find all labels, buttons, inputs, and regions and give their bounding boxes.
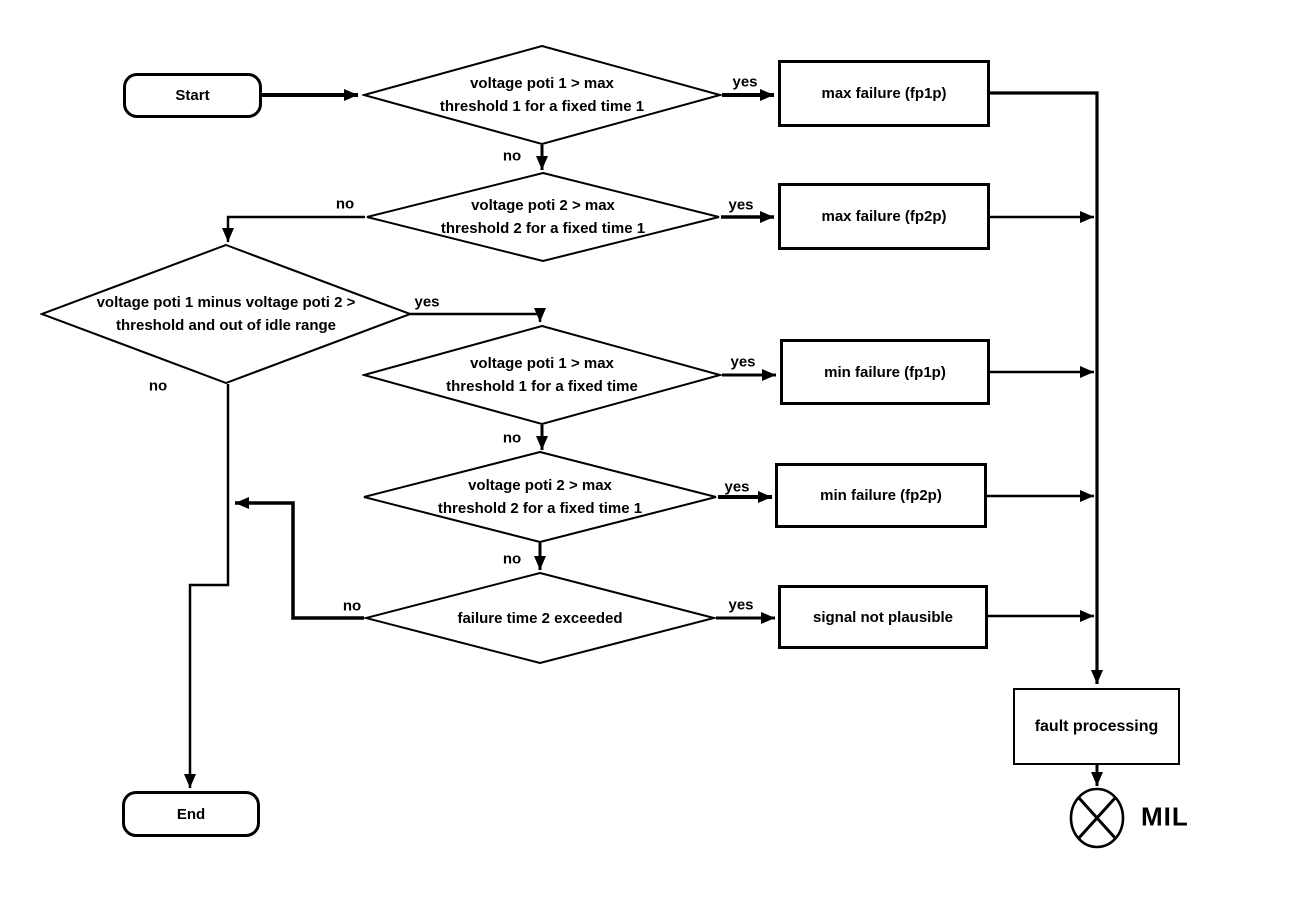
diamond-shape xyxy=(40,244,412,384)
diamond-shape xyxy=(363,451,717,543)
process-label: max failure (fp1p) xyxy=(821,85,947,102)
edge-label-yes-decision2: yes xyxy=(728,196,754,214)
start-label: Start xyxy=(175,87,210,104)
edge-label-no-decision1: no xyxy=(502,147,522,165)
edge-label-yes-plausibility: yes xyxy=(414,293,440,311)
decision-failure-time2-exceeded: failure time 2 exceeded xyxy=(364,572,716,664)
edge-label-yes-decision4: yes xyxy=(724,478,750,496)
end-node: End xyxy=(122,791,260,837)
decision-voltage-poti1-min-threshold1: voltage poti 1 > max threshold 1 for a f… xyxy=(362,325,722,425)
process-fault-processing: fault processing xyxy=(1013,688,1180,765)
edge-label-no-decision3: no xyxy=(502,429,522,447)
edge-plausibility-no-to-end xyxy=(184,384,230,788)
edge-decision5-no-loopback xyxy=(235,497,364,620)
decision-voltage-poti2-min-threshold2: voltage poti 2 > max threshold 2 for a f… xyxy=(362,451,718,543)
mil-label: MIL xyxy=(1141,801,1189,832)
edge-decision2-no-to-plausibility xyxy=(222,215,365,242)
process-max-failure-fp1p: max failure (fp1p) xyxy=(778,60,990,127)
process-signal-not-plausible: signal not plausible xyxy=(778,585,988,649)
edge-label-no-plausibility: no xyxy=(148,377,168,395)
edge-label-no-decision2: no xyxy=(335,195,355,213)
mil-lamp-icon xyxy=(1066,787,1128,849)
process-label: signal not plausible xyxy=(812,608,954,626)
start-node: Start xyxy=(123,73,262,118)
process-label: min failure (fp2p) xyxy=(820,487,942,504)
diamond-shape xyxy=(362,45,722,145)
process-max-failure-fp2p: max failure (fp2p) xyxy=(778,183,990,250)
diamond-shape xyxy=(362,325,722,425)
edge-label-yes-decision1: yes xyxy=(732,73,758,91)
edge-label-no-decision5: no xyxy=(342,597,362,615)
edge-bus-to-fault-processing xyxy=(990,91,1103,684)
edge-label-yes-decision5: yes xyxy=(728,596,754,614)
edge-label-yes-decision3: yes xyxy=(730,353,756,371)
decision-voltage-poti2-max-threshold2: voltage poti 2 > max threshold 2 for a f… xyxy=(365,172,721,262)
process-label: fault processing xyxy=(1034,717,1159,735)
decision-plausibility-check: voltage poti 1 minus voltage poti 2 > th… xyxy=(40,244,412,384)
edge-label-no-decision4: no xyxy=(502,550,522,568)
edge-plausibility-yes-to-decision3 xyxy=(410,308,546,322)
diamond-shape xyxy=(364,572,716,664)
lamp-circle-x-icon xyxy=(1069,787,1125,849)
process-label: min failure (fp1p) xyxy=(824,363,946,381)
end-label: End xyxy=(176,805,206,823)
process-label: max failure (fp2p) xyxy=(821,208,947,225)
process-min-failure-fp2p: min failure (fp2p) xyxy=(775,463,987,528)
decision-voltage-poti1-max-threshold1: voltage poti 1 > max threshold 1 for a f… xyxy=(362,45,722,145)
process-min-failure-fp1p: min failure (fp1p) xyxy=(780,339,990,405)
diamond-shape xyxy=(366,172,720,262)
